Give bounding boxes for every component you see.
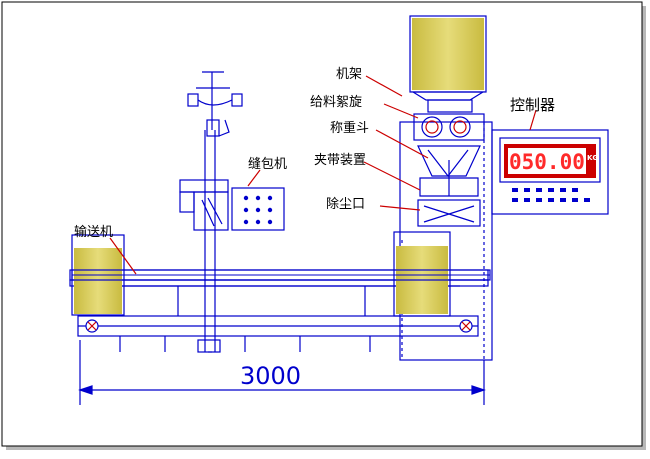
dust-box <box>417 199 481 227</box>
controller-display-window <box>508 148 586 174</box>
leader-weigh-hopper <box>375 129 429 159</box>
controller-key-7 <box>512 198 518 202</box>
right-bag-outline <box>393 231 451 317</box>
mast-cable <box>197 99 233 106</box>
controller-key-11 <box>560 198 566 202</box>
controller-keys <box>512 188 590 202</box>
feeder-roller-right-core <box>453 120 467 134</box>
feeder-housing <box>413 113 485 141</box>
controller-key-1 <box>512 188 518 192</box>
label-sewing: 缝包机 <box>248 157 287 172</box>
sewing-buttons <box>243 195 273 225</box>
sewing-button-4 <box>243 207 249 213</box>
display-reading: 050.00 <box>509 150 585 174</box>
label-dust: 除尘口 <box>326 197 365 212</box>
sewing-column-base <box>197 339 221 353</box>
sewing-button-1 <box>243 195 249 201</box>
sewing-button-9 <box>267 219 273 225</box>
feeder-roller-right-icon <box>449 116 471 138</box>
label-conveyor: 输送机 <box>74 224 113 240</box>
sewing-head-body <box>193 191 229 231</box>
sewing-button-5 <box>255 207 261 213</box>
leader-clamp <box>363 161 421 191</box>
weigh-hopper-struts <box>427 149 469 177</box>
controller-key-12 <box>572 198 578 202</box>
hopper-material <box>412 18 484 90</box>
sewing-button-3 <box>267 195 273 201</box>
label-feeder: 给料絮旋 <box>310 94 362 110</box>
leader-dust <box>379 205 421 211</box>
sewing-button-2 <box>255 195 261 201</box>
leader-controller <box>529 109 537 131</box>
dimension-text: 3000 <box>240 362 301 390</box>
controller-key-8 <box>524 198 530 202</box>
dimension-arrow-left <box>78 385 93 395</box>
weigh-hopper-body <box>417 145 481 177</box>
controller-cabinet <box>491 129 609 215</box>
sewing-control-box <box>231 187 285 231</box>
sewing-needle <box>201 197 223 227</box>
label-frame: 机架 <box>336 67 362 82</box>
leader-frame <box>365 75 403 97</box>
dust-box-cross <box>423 205 475 223</box>
controller-key-5 <box>560 188 566 192</box>
controller-key-3 <box>536 188 542 192</box>
right-wheel-cross2 <box>461 321 471 331</box>
feeder-roller-left-icon <box>421 116 443 138</box>
feeder-roller-left-core <box>425 120 439 134</box>
controller-key-13 <box>584 198 590 202</box>
label-controller: 控制器 <box>510 96 555 114</box>
controller-bezel <box>499 137 601 183</box>
leader-feeder <box>383 103 419 119</box>
controller-key-6 <box>572 188 578 192</box>
controller-key-9 <box>536 198 542 202</box>
dimension-arrow-right <box>471 385 486 395</box>
frame-border <box>1 1 643 447</box>
label-clamp: 夹带装置 <box>314 153 366 168</box>
left-wheel-cross2 <box>87 321 97 331</box>
controller-key-10 <box>548 198 554 202</box>
sewing-button-6 <box>267 207 273 213</box>
hopper-outlet <box>427 99 473 113</box>
left-bag-material <box>74 248 122 314</box>
mast-handle <box>218 119 230 137</box>
leader-conveyor <box>109 237 137 275</box>
machine-frame <box>399 121 493 361</box>
controller-key-2 <box>524 188 530 192</box>
display-unit: KG <box>587 154 598 162</box>
controller-key-4 <box>548 188 554 192</box>
sewing-button-8 <box>255 219 261 225</box>
label-weigh-hopper: 称重斗 <box>330 120 369 136</box>
leader-lines <box>109 75 537 275</box>
mast-joint <box>206 119 220 137</box>
sewing-button-7 <box>243 219 249 225</box>
leader-sewing <box>247 169 261 187</box>
